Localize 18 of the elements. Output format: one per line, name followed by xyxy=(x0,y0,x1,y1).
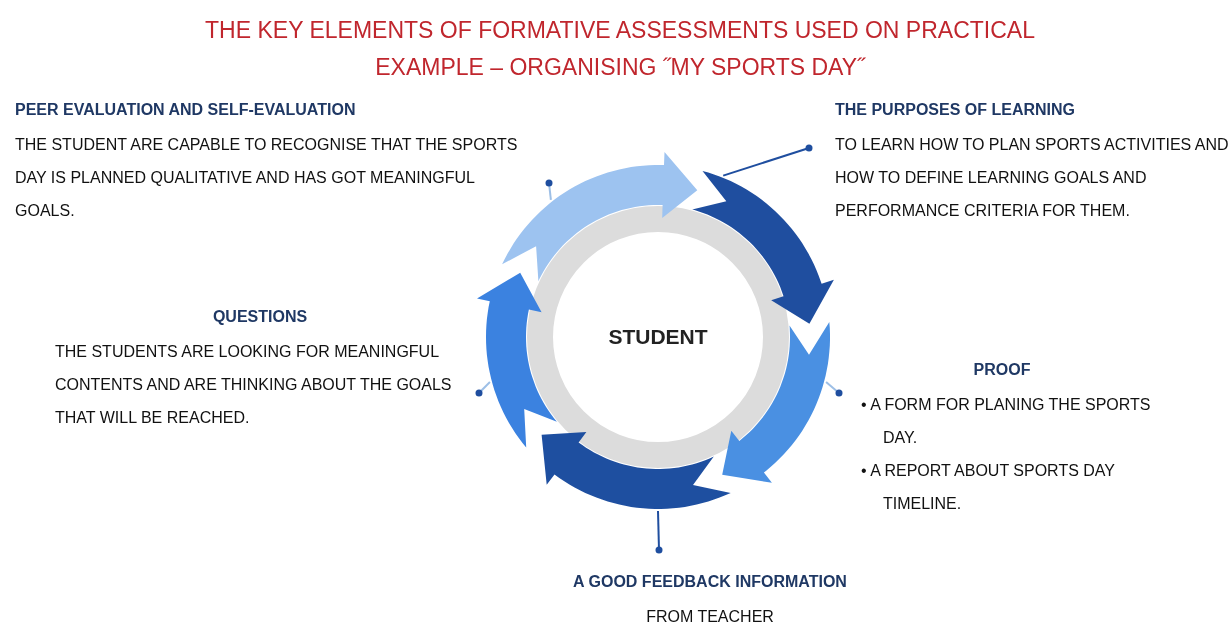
heading: PROOF xyxy=(972,360,1032,380)
heading: THE PURPOSES OF LEARNING xyxy=(835,100,1077,120)
body-text: THE STUDENT ARE CAPABLE TO RECOGNISE THAT THE SPORTS DAY IS PLANNED QUALITATIVE AND HAS GOT MEANINGFUL GOALS. xyxy=(15,135,519,221)
heading: A GOOD FEEDBACK INFORMATION xyxy=(572,572,848,592)
bullet-item: • A FORM FOR PLANING THE SPORTS DAY. xyxy=(860,395,1152,448)
center-label: STUDENT xyxy=(607,324,709,350)
leader-line xyxy=(655,510,663,554)
body-text: TO LEARN HOW TO PLAN SPORTS ACTIVITIES AND HOW TO DEFINE LEARNING GOALS AND PERFORMANCE CRITERIA FOR THEM. xyxy=(835,135,1230,221)
body-text: FROM TEACHER xyxy=(645,607,775,624)
body-text: THE STUDENTS ARE LOOKING FOR MEANINGFUL CONTENTS AND ARE THINKING ABOUT THE GOALS THAT WILL BE REACHED. xyxy=(55,342,453,428)
leader-line xyxy=(722,144,813,177)
leader-line xyxy=(475,381,491,397)
heading: PEER EVALUATION AND SELF-EVALUATION xyxy=(15,100,357,120)
bullet-item: • A REPORT ABOUT SPORTS DAY TIMELINE. xyxy=(860,461,1116,514)
leader-line xyxy=(545,179,553,201)
leader-line xyxy=(825,381,843,397)
heading: QUESTIONS xyxy=(211,307,309,327)
title: THE KEY ELEMENTS OF FORMATIVE ASSESSMENTS USED ON PRACTICAL EXAMPLE – ORGANISING ˝MY SPORTS DAY˝ xyxy=(204,16,1036,82)
